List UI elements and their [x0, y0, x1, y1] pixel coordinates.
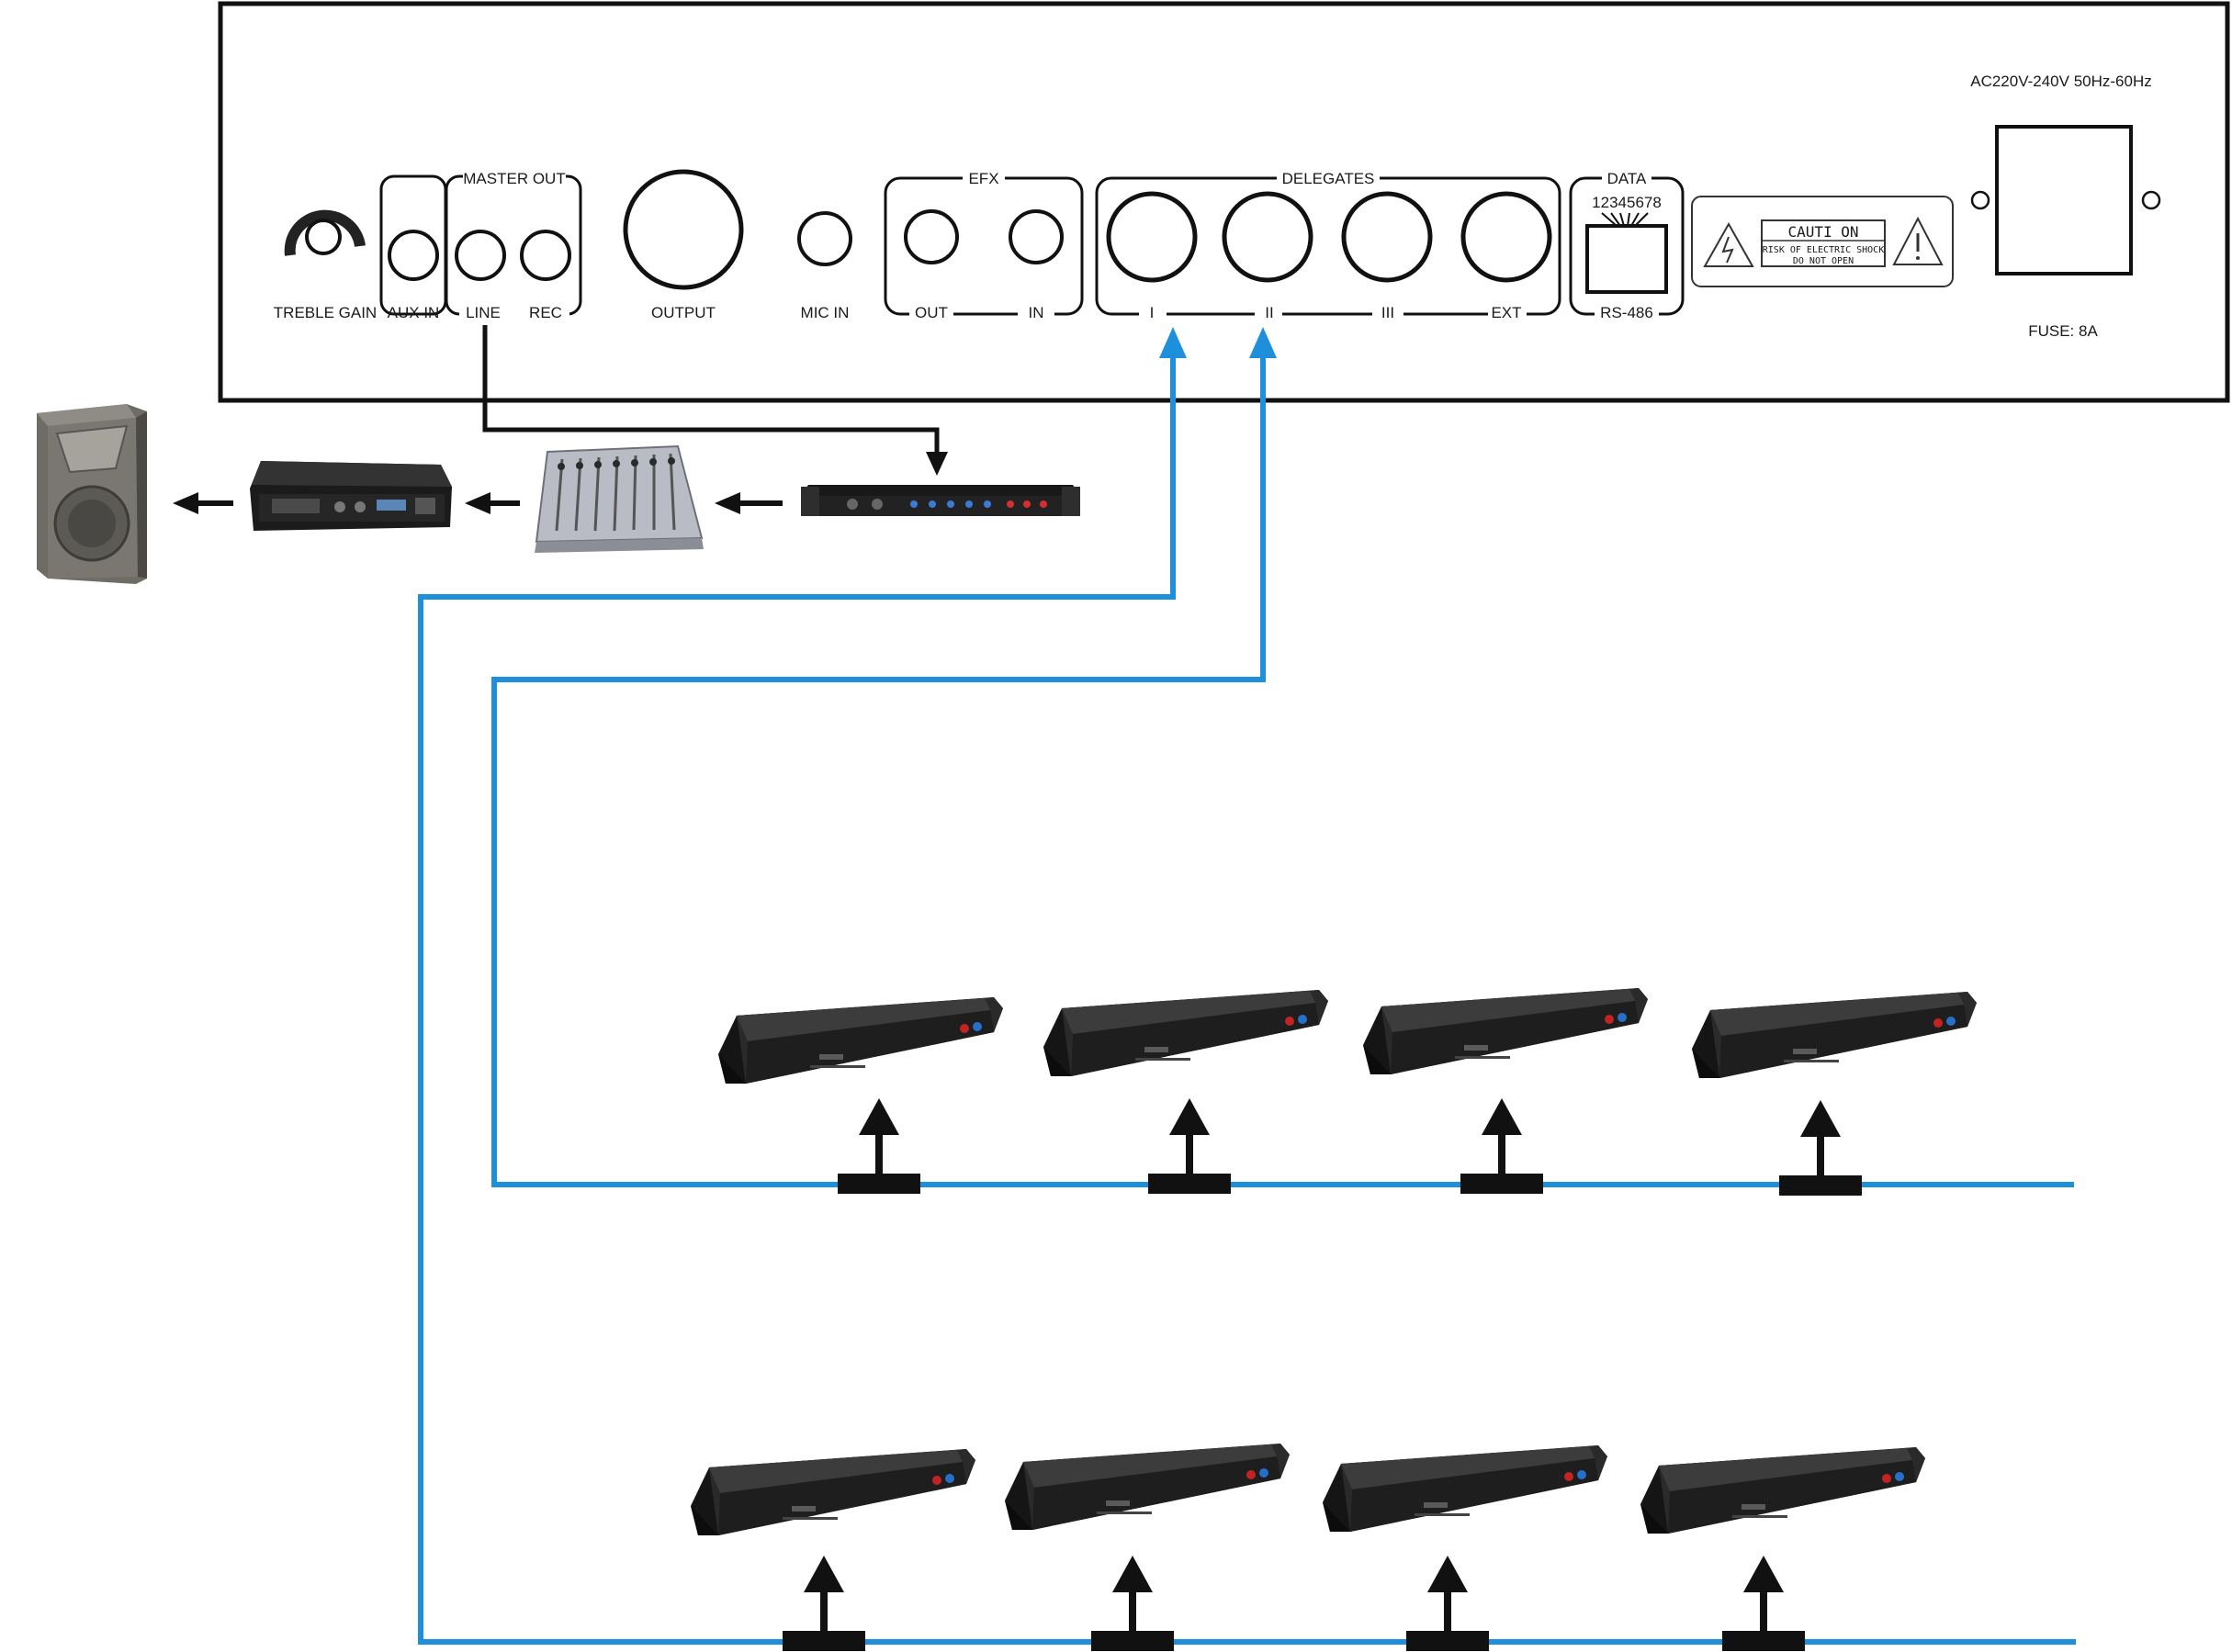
delegate-unit-icon	[1323, 1445, 1607, 1532]
rec-label: REC	[529, 304, 562, 321]
delegate-port-ext[interactable]	[1460, 191, 1552, 283]
delegates-label: DELEGATES	[1282, 170, 1375, 187]
delegate-row-1	[718, 988, 1977, 1196]
port-ext-label: EXT	[1491, 304, 1521, 321]
fuse-label: FUSE: 8A	[2028, 322, 2098, 340]
mixer-icon	[535, 444, 704, 553]
delegate-port-1[interactable]	[1106, 191, 1198, 283]
delegate-port-2[interactable]	[1222, 191, 1313, 283]
data-label: DATA	[1607, 170, 1647, 187]
caution-line-2: DO NOT OPEN	[1793, 256, 1854, 266]
mic-in-jack[interactable]	[797, 211, 852, 266]
caution-title: CAUTI ON	[1787, 223, 1858, 241]
delegate-cable-2	[491, 327, 2074, 1187]
amplifier-icon	[250, 461, 452, 531]
rs485-label: RS-486	[1600, 304, 1653, 321]
arrow-amplifier-to-speaker	[173, 492, 233, 514]
output-label: OUTPUT	[651, 304, 716, 321]
tap-connector	[1406, 1556, 1489, 1651]
power-rating-label: AC220V-240V 50Hz-60Hz	[1970, 73, 2152, 90]
delegate-unit-icon	[1043, 990, 1328, 1076]
delegate-unit-icon	[1363, 988, 1648, 1074]
data-pins-label: 12345678	[1592, 194, 1662, 211]
port-3-label: III	[1381, 304, 1394, 321]
delegate-unit-icon	[691, 1449, 975, 1535]
rs485-port[interactable]	[1585, 224, 1668, 294]
aux-in-label: AUX IN	[388, 304, 440, 321]
arrow-processor-to-mixer	[715, 492, 783, 514]
mount-hole-right	[2141, 190, 2161, 210]
delegate-unit-icon	[1640, 1447, 1925, 1534]
efx-out-jack[interactable]	[904, 209, 959, 264]
master-out-label: MASTER OUT	[463, 170, 565, 187]
electric-shock-icon	[1703, 221, 1754, 267]
efx-label: EFX	[968, 170, 998, 187]
efx-in-label: IN	[1029, 304, 1044, 321]
line-out-jack[interactable]	[455, 230, 506, 281]
signal-processor-icon	[801, 485, 1080, 516]
tap-connector	[1460, 1098, 1543, 1194]
efx-out-label: OUT	[915, 304, 948, 321]
tap-connector	[1148, 1098, 1231, 1194]
efx-in-jack[interactable]	[1009, 209, 1064, 264]
line-label: LINE	[466, 304, 501, 321]
speaker-icon	[37, 404, 147, 584]
mount-hole-left	[1970, 190, 1990, 210]
tap-connector	[1722, 1556, 1805, 1651]
rec-out-jack[interactable]	[520, 230, 571, 281]
mic-in-label: MIC IN	[801, 304, 850, 321]
caution-line-1: RISK OF ELECTRIC SHOCK	[1763, 245, 1884, 255]
line-out-cable	[482, 325, 948, 476]
arrow-mixer-to-amplifier	[465, 492, 520, 514]
tap-connector	[1779, 1100, 1862, 1196]
tap-connector	[838, 1098, 920, 1194]
delegate-row-2	[691, 1444, 1925, 1651]
delegate-cable-1	[418, 327, 2076, 1645]
data-pin-wires	[1601, 212, 1649, 227]
tap-connector	[783, 1556, 865, 1651]
treble-gain-knob[interactable]	[284, 209, 366, 256]
power-socket[interactable]	[1995, 125, 2133, 275]
rear-panel: TREBLE GAIN AUX IN MASTER OUT LINE REC O…	[218, 1, 2230, 403]
delegate-unit-icon	[1005, 1444, 1290, 1530]
port-1-label: I	[1150, 304, 1155, 321]
output-connector[interactable]	[623, 169, 744, 290]
delegate-unit-icon	[1692, 992, 1977, 1078]
treble-gain-label: TREBLE GAIN	[274, 304, 377, 321]
delegate-port-3[interactable]	[1341, 191, 1433, 283]
delegate-unit-icon	[718, 997, 1003, 1084]
port-2-label: II	[1265, 304, 1273, 321]
aux-in-jack[interactable]	[388, 230, 439, 281]
tap-connector	[1091, 1556, 1174, 1651]
warning-triangle-icon	[1892, 216, 1944, 265]
caution-label: CAUTI ON RISK OF ELECTRIC SHOCK DO NOT O…	[1691, 196, 1954, 287]
